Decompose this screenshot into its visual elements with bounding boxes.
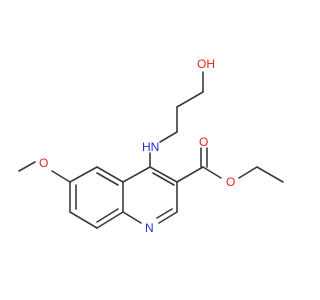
bond-c2-n1 bbox=[158, 211, 178, 224]
hydroxyl-oxygen-label: OH bbox=[197, 57, 215, 71]
bond-c4-c3 bbox=[149, 166, 178, 183]
bond-c1-c2 bbox=[176, 91, 204, 108]
structure-svg: OH HN N O O O bbox=[18, 57, 284, 235]
bond-c5-c6 bbox=[69, 166, 98, 183]
bond-n1-c8a bbox=[122, 211, 142, 224]
bond-c4-c3-double bbox=[152, 172, 175, 186]
bond-c8-c8a-double bbox=[96, 208, 119, 223]
bond-ccarbonyl-oester bbox=[202, 166, 222, 179]
bond-c4a-c5-double bbox=[96, 172, 119, 186]
bond-ometh-ch3 bbox=[18, 161, 36, 172]
methoxy-oxygen-label: O bbox=[39, 156, 48, 170]
bond-c4a-c4 bbox=[122, 166, 151, 183]
bond-c6-ometh bbox=[51, 170, 71, 183]
bond-c3-nh bbox=[159, 131, 178, 143]
bond-c7-c8 bbox=[69, 211, 98, 229]
amine-nitrogen-label: HN bbox=[142, 140, 159, 154]
bond-ch2-ch3 bbox=[256, 166, 284, 183]
bond-lines bbox=[18, 71, 284, 229]
ring-nitrogen-label: N bbox=[145, 221, 154, 235]
bond-c2-n1-double bbox=[156, 208, 173, 219]
bond-c4a-c5 bbox=[96, 166, 124, 183]
ester-oxygen-label: O bbox=[226, 175, 235, 189]
bond-c8-c8a bbox=[96, 211, 124, 229]
carbonyl-oxygen-label: O bbox=[199, 135, 208, 149]
molecule-structure-diagram: OH HN N O O O bbox=[18, 57, 284, 235]
bond-c3-ccarbonyl bbox=[176, 166, 204, 183]
bond-oester-ch2 bbox=[238, 166, 258, 179]
atom-labels: OH HN N O O O bbox=[39, 57, 235, 235]
